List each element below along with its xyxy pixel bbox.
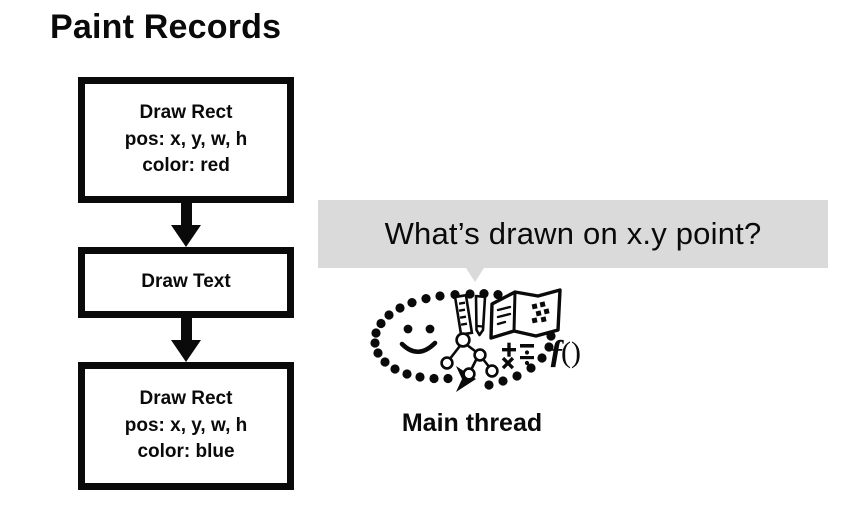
- question-speech-bubble: What’s drawn on x.y point?: [318, 200, 828, 268]
- node-tree-icon: [440, 332, 499, 381]
- svg-text:ƒ: ƒ: [548, 333, 565, 370]
- open-book-icon: [489, 288, 562, 340]
- record-op-label: Draw Rect: [139, 387, 233, 409]
- svg-text:(): (): [561, 336, 581, 369]
- down-arrow-icon: [171, 318, 201, 362]
- record-op-label: Draw Rect: [139, 101, 233, 123]
- record-color-label: color: blue: [137, 441, 235, 463]
- arrow-stem: [181, 203, 192, 227]
- speech-bubble-tail-icon: [466, 268, 484, 282]
- function-notation-icon: ƒ (): [548, 333, 581, 370]
- record-color-label: color: red: [142, 155, 230, 177]
- pencil-icon: [474, 294, 487, 337]
- paint-record-box-draw-rect-blue: Draw Rect pos: x, y, w, h color: blue: [78, 362, 294, 490]
- main-thread-label: Main thread: [401, 409, 543, 437]
- paint-record-box-draw-text: Draw Text: [78, 247, 294, 318]
- arrow-head: [171, 340, 201, 362]
- record-pos-label: pos: x, y, w, h: [124, 128, 248, 150]
- page-title: Paint Records: [50, 8, 282, 46]
- ruler-icon: [453, 293, 474, 337]
- paint-record-box-draw-rect-red: Draw Rect pos: x, y, w, h color: red: [78, 77, 294, 203]
- arrow-head: [171, 225, 201, 247]
- arrow-stem: [181, 318, 192, 342]
- math-symbols-icon: [501, 342, 534, 370]
- smiley-face-icon: [399, 324, 438, 355]
- thinking-loop-illustration: ƒ (): [352, 286, 592, 398]
- record-pos-label: pos: x, y, w, h: [124, 414, 248, 436]
- down-arrow-icon: [171, 203, 201, 247]
- question-text: What’s drawn on x.y point?: [384, 216, 762, 251]
- record-op-label: Draw Text: [141, 271, 231, 293]
